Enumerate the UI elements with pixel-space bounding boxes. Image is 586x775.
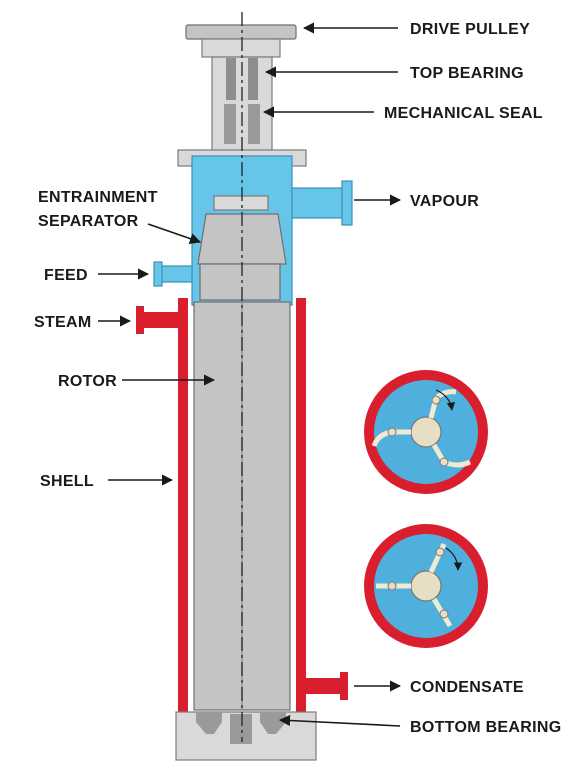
steam-flange [136, 306, 144, 334]
rotor-blade-section-upper [364, 370, 488, 494]
vapour-flange [341, 180, 353, 226]
shell-right-wall [296, 298, 306, 712]
entrainment-label-line2: SEPARATOR [38, 213, 139, 230]
feed-label: FEED [44, 267, 88, 284]
drive-pulley [185, 24, 297, 40]
shell-left-wall [178, 298, 188, 712]
top-bearing [248, 58, 258, 100]
condensate-label: CONDENSATE [410, 679, 524, 696]
vapour-label: VAPOUR [410, 193, 479, 210]
mechanical-seal [224, 104, 236, 144]
bottom-bearing [230, 714, 252, 744]
separator-cap [213, 195, 269, 211]
condensate-outlet [306, 678, 342, 694]
rotor-blade-section-lower [364, 524, 488, 648]
entrainment-label-line1: ENTRAINMENT [38, 189, 158, 206]
steam-inlet [142, 312, 178, 328]
rotor-label: ROTOR [58, 373, 117, 390]
drive-pulley-label: DRIVE PULLEY [410, 21, 530, 38]
rotor-neck [199, 263, 281, 301]
shell-label: SHELL [40, 473, 94, 490]
vapour-outlet [291, 187, 343, 219]
top-bearing [226, 58, 236, 100]
condensate-flange [340, 672, 348, 700]
mechanical-seal-label: MECHANICAL SEAL [384, 105, 543, 122]
bottom-bearing-label: BOTTOM BEARING [410, 719, 561, 736]
feed-flange [153, 261, 163, 287]
top-bearing-housing [201, 38, 281, 58]
feed-inlet [159, 265, 193, 283]
top-bearing-label: TOP BEARING [410, 65, 524, 82]
mechanical-seal [248, 104, 260, 144]
bottom-bearing-arrow [278, 714, 401, 727]
entrainment-arrow [147, 223, 202, 244]
flow-arrow-left [196, 712, 222, 734]
steam-label: STEAM [34, 314, 92, 331]
